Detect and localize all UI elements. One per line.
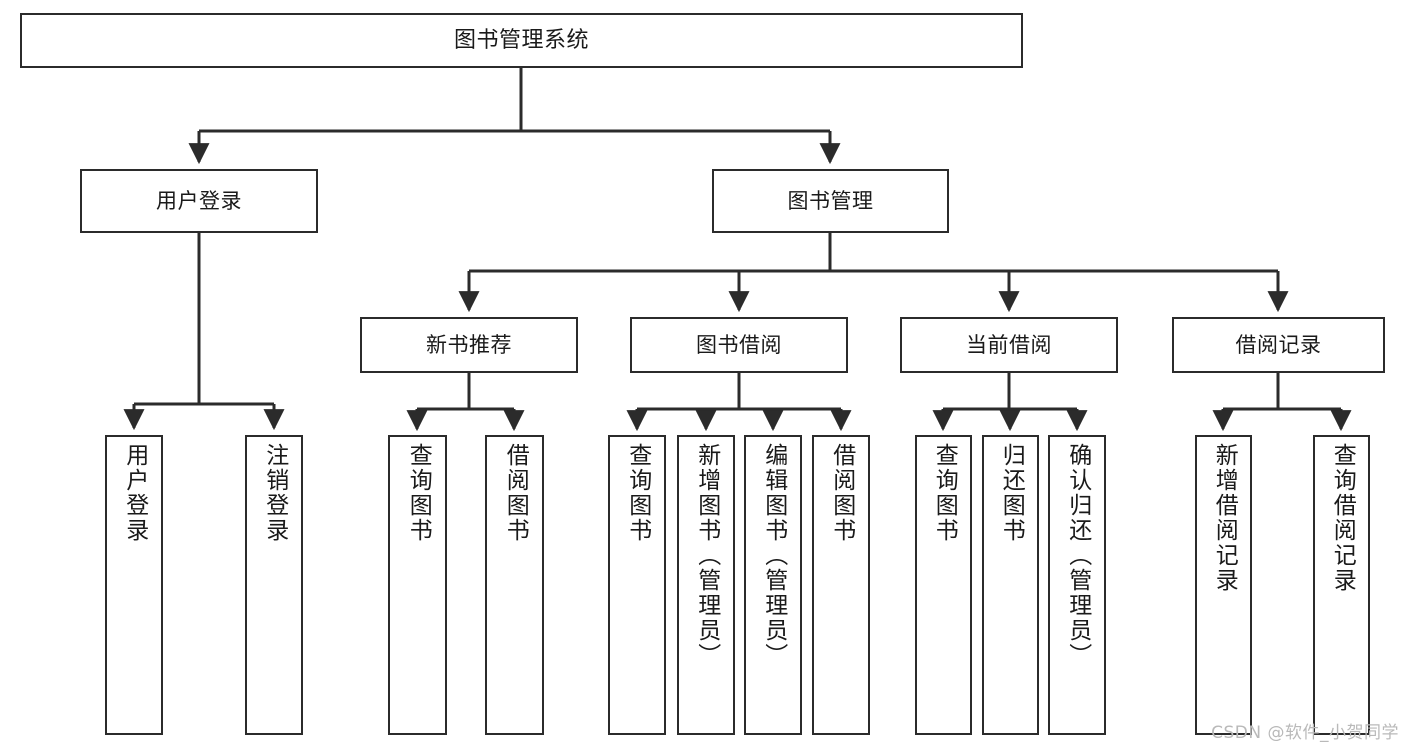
node-label: 查询图书 [931, 443, 958, 543]
node-label: 编辑图书（管理员） [760, 443, 787, 668]
node-borrow-record[interactable]: 借阅记录 [1172, 317, 1385, 373]
node-user-login[interactable]: 用户登录 [80, 169, 318, 233]
node-book-borrow[interactable]: 图书借阅 [630, 317, 848, 373]
leaf-user-login-2[interactable]: 注销登录 [245, 435, 303, 735]
node-label: 新书推荐 [426, 332, 512, 357]
node-label: 用户登录 [121, 443, 148, 543]
leaf-borrow-record-1[interactable]: 新增借阅记录 [1195, 435, 1252, 735]
node-label: 图书借阅 [696, 332, 782, 357]
node-label: 注销登录 [261, 443, 288, 543]
node-label: 用户登录 [156, 188, 242, 213]
leaf-user-login-1[interactable]: 用户登录 [105, 435, 163, 735]
node-label: 图书管理 [787, 188, 874, 213]
leaf-book-borrow-2[interactable]: 新增图书（管理员） [677, 435, 735, 735]
node-label: 查询图书 [405, 443, 432, 543]
leaf-book-borrow-3[interactable]: 编辑图书（管理员） [744, 435, 802, 735]
node-label: 借阅图书 [502, 443, 529, 543]
node-label: 查询图书 [624, 443, 651, 543]
node-label: 借阅记录 [1235, 332, 1322, 357]
node-label: 查询借阅记录 [1329, 443, 1356, 593]
leaf-current-borrow-1[interactable]: 查询图书 [915, 435, 972, 735]
node-new-book-recommend[interactable]: 新书推荐 [360, 317, 578, 373]
node-label: 新增借阅记录 [1211, 443, 1238, 593]
node-book-management[interactable]: 图书管理 [712, 169, 949, 233]
node-label: 确认归还（管理员） [1064, 443, 1091, 668]
node-label: 图书管理系统 [453, 27, 589, 53]
leaf-current-borrow-3[interactable]: 确认归还（管理员） [1048, 435, 1106, 735]
node-label: 归还图书 [998, 443, 1025, 543]
leaf-new-book-recommend-1[interactable]: 查询图书 [388, 435, 447, 735]
leaf-book-borrow-1[interactable]: 查询图书 [608, 435, 666, 735]
node-current-borrow[interactable]: 当前借阅 [900, 317, 1118, 373]
node-book-management-system[interactable]: 图书管理系统 [20, 13, 1023, 68]
leaf-book-borrow-4[interactable]: 借阅图书 [812, 435, 870, 735]
leaf-borrow-record-2[interactable]: 查询借阅记录 [1313, 435, 1370, 735]
node-label: 借阅图书 [828, 443, 855, 543]
leaf-current-borrow-2[interactable]: 归还图书 [982, 435, 1039, 735]
node-label: 新增图书（管理员） [693, 443, 720, 668]
node-label: 当前借阅 [966, 332, 1052, 357]
leaf-new-book-recommend-2[interactable]: 借阅图书 [485, 435, 544, 735]
